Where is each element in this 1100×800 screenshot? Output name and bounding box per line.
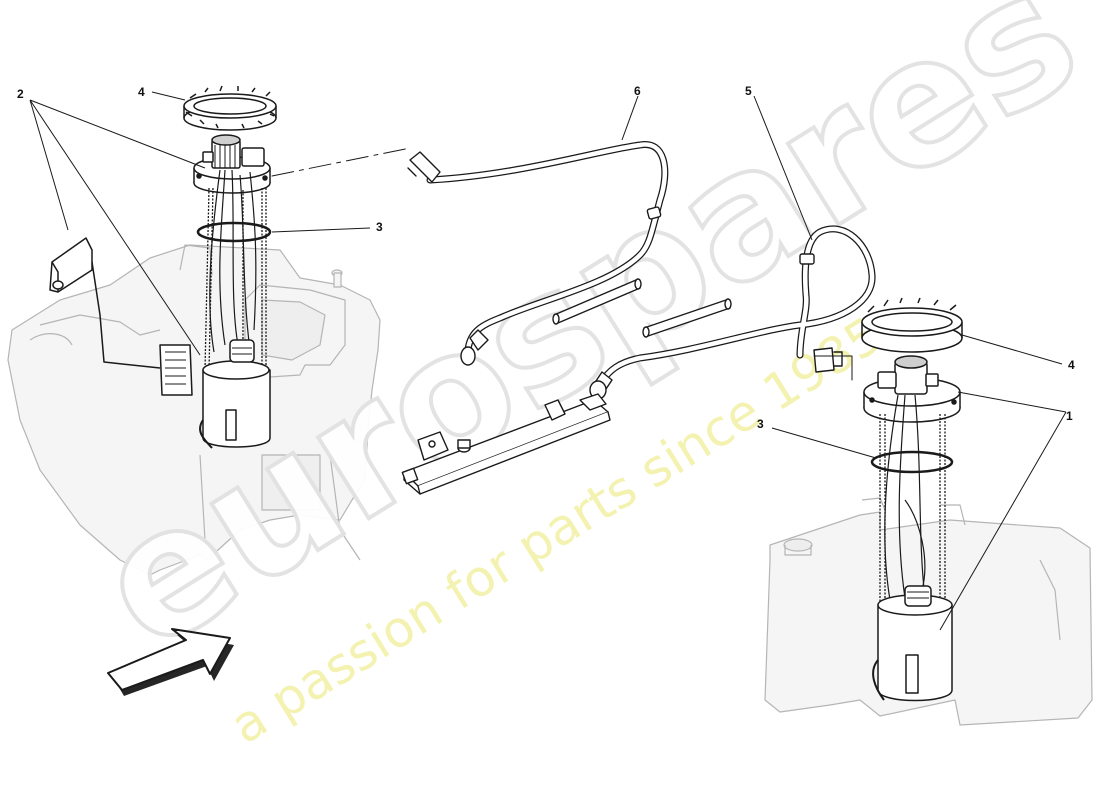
callout-labels: 2 4 3 6 5 4 1 3 — [17, 84, 1075, 431]
right-locking-ring — [861, 297, 963, 353]
callout-2: 2 — [17, 87, 24, 101]
callout-1: 1 — [1066, 409, 1073, 423]
connection-line-right — [813, 355, 853, 381]
fuel-hose-5 — [589, 225, 876, 400]
right-pump-canister — [877, 585, 953, 702]
left-gasket — [196, 221, 272, 243]
connection-line-left — [271, 147, 411, 177]
fuel-lines — [271, 141, 876, 495]
hose-segment-b — [642, 298, 732, 338]
callout-5: 5 — [745, 84, 752, 98]
right-pump-flange — [863, 355, 961, 423]
callout-3-right: 3 — [757, 417, 764, 431]
callout-3-left: 3 — [376, 220, 383, 234]
fuel-rail — [401, 393, 611, 495]
hose-segment-a — [552, 278, 642, 325]
callout-6: 6 — [634, 84, 641, 98]
callout-4-right: 4 — [1068, 358, 1075, 372]
left-pump-canister — [202, 339, 271, 448]
leader-lines — [29, 91, 1067, 631]
fuel-hose-6 — [407, 141, 669, 366]
left-support-rods — [204, 187, 267, 371]
left-fuel-pump-assembly — [49, 85, 277, 449]
right-fuel-pump-assembly — [861, 297, 963, 702]
right-gasket — [870, 450, 954, 474]
direction-arrow-icon — [107, 628, 234, 696]
callout-4-left: 4 — [138, 85, 145, 99]
left-locking-ring — [183, 85, 277, 131]
left-float-sender — [49, 237, 193, 396]
